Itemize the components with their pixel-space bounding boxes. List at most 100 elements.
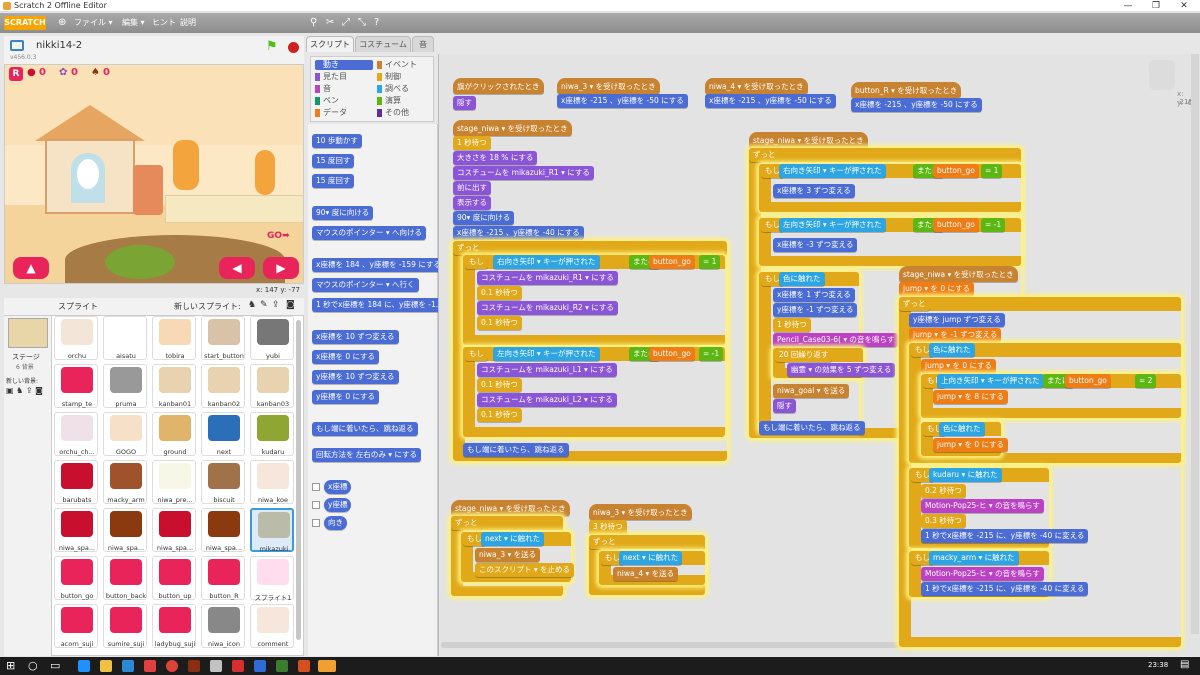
key-sensing[interactable]: 左向き矢印 ▾ キーが押された — [779, 218, 886, 232]
palette-block-move[interactable]: 10 歩動かす — [312, 134, 362, 148]
category-0[interactable]: 動き — [315, 60, 373, 70]
variable-reporter[interactable]: button_go — [1065, 374, 1111, 388]
sprite-sensing[interactable]: macky_arm ▾ に触れた — [929, 551, 1019, 565]
script-block[interactable]: 0.1 秒待つ — [477, 378, 522, 392]
hint-menu[interactable]: ヒント — [152, 18, 176, 27]
category-8[interactable]: 演算 — [377, 96, 435, 106]
sprite-tile[interactable]: kanban03 — [250, 364, 294, 408]
delete-icon[interactable]: ✂ — [326, 17, 335, 28]
sprite-tile[interactable]: pruma — [103, 364, 147, 408]
sprite-tile[interactable]: mikazuki — [250, 508, 294, 553]
windows-start-icon[interactable]: ⊞ — [6, 659, 16, 672]
sprite-tile[interactable]: GOGO — [103, 412, 147, 456]
checkbox-cb_y[interactable] — [312, 501, 320, 509]
palette-block-point-dir[interactable]: 90▾ 度に向ける — [312, 206, 374, 220]
script-block[interactable]: 0.2 秒待つ — [921, 484, 966, 498]
stage-canvas[interactable]: R ● 0 ✿ 0 ♠ 0 GO➡ ▲ ◀ ▶ — [4, 64, 304, 284]
scratch-taskbar-icon[interactable] — [318, 660, 336, 672]
sprite-tile[interactable]: button_R — [201, 556, 245, 600]
script-block[interactable]: 3 秒待つ — [589, 520, 627, 534]
script-block[interactable]: 前に出す — [453, 181, 491, 195]
stage-button-back[interactable]: ◀ — [219, 257, 255, 279]
equals-value[interactable]: = 1 — [699, 255, 721, 269]
sprite-tile[interactable]: comment — [250, 604, 294, 648]
camera-icon[interactable]: ◙ — [286, 300, 295, 310]
script-block[interactable]: jump ▾ を -1 ずつ変える — [909, 328, 1002, 342]
sprite-tile[interactable]: orchu_ch... — [54, 412, 98, 456]
script-block[interactable]: niwa_4 ▾ を送る — [613, 567, 679, 581]
sprite-tile[interactable]: kudaru — [250, 412, 294, 456]
hat-block[interactable]: niwa_3 ▾ を受け取ったとき — [557, 78, 660, 94]
palette-block-turn-l[interactable]: 15 度回す — [312, 174, 355, 188]
maximize-button[interactable]: ❐ — [1151, 1, 1161, 11]
sprite-tile[interactable]: biscuit — [201, 460, 245, 504]
app-icon-1[interactable] — [188, 660, 200, 672]
script-block[interactable]: Motion-Pop25-ヒ ▾ の音を鳴らす — [921, 499, 1044, 513]
if-label[interactable]: もし — [911, 551, 934, 565]
if-label[interactable]: もし — [465, 347, 488, 361]
category-1[interactable]: 見た目 — [315, 72, 373, 82]
tab-scripts[interactable]: スクリプト — [306, 36, 354, 52]
sprite-tile[interactable]: barubats — [54, 460, 98, 504]
script-block[interactable]: 1 秒待つ — [453, 136, 491, 150]
category-6[interactable]: 制御 — [377, 72, 435, 82]
file-menu[interactable]: ファイル ▾ — [74, 18, 113, 27]
search-icon[interactable]: ○ — [28, 659, 38, 672]
reporter-cb_x[interactable]: x座標 — [324, 480, 352, 494]
explorer-icon[interactable] — [100, 660, 112, 672]
sprite-tile[interactable]: stamp_te — [54, 364, 98, 408]
palette-block-goto[interactable]: マウスのポインター ▾ へ行く — [312, 278, 419, 292]
if-label[interactable]: もし — [761, 272, 784, 286]
category-2[interactable]: 音 — [315, 84, 373, 94]
stage-thumbnail[interactable] — [8, 318, 48, 348]
script-block[interactable]: コスチュームを mikazuki_R1 ▾ にする — [453, 166, 594, 180]
sprite-tile[interactable]: kanban02 — [201, 364, 245, 408]
sprite-tile[interactable]: niwa_pre... — [152, 460, 196, 504]
backdrop-tools-icon[interactable]: ▣ ♞ ⇪ ◙ — [6, 386, 43, 395]
app-icon-4[interactable] — [276, 660, 288, 672]
script-block[interactable]: 大きさを 18 % にする — [453, 151, 538, 165]
choose-sprite-icon[interactable]: ♞ — [248, 300, 257, 310]
script-block[interactable]: 0.1 秒待つ — [477, 408, 522, 422]
help-icon[interactable]: ? — [374, 17, 380, 28]
sprite-tile[interactable]: niwa_icon — [201, 604, 245, 648]
sprite-tile[interactable]: next — [201, 412, 245, 456]
if-label[interactable]: もし — [911, 468, 934, 482]
globe-icon[interactable]: ⊕ — [58, 17, 67, 28]
equals-value[interactable]: = 1 — [981, 164, 1003, 178]
sprite-tile[interactable]: macky_arm — [103, 460, 147, 504]
sprite-tile[interactable]: niwa_spa... — [201, 508, 245, 552]
equals-value[interactable]: = 2 — [1135, 374, 1157, 388]
script-block[interactable]: x座標を -3 ずつ変える — [773, 238, 858, 252]
script-block[interactable]: このスクリプト ▾ を止める — [475, 563, 575, 577]
hat-block[interactable]: 旗がクリックされたとき — [453, 78, 544, 94]
script-block[interactable]: 0.3 秒待つ — [921, 514, 966, 528]
script-block[interactable]: Pencil_Case03-6( ▾ の音を鳴らす — [773, 333, 899, 347]
close-button[interactable]: ✕ — [1180, 1, 1188, 11]
sprite-tile[interactable]: niwa_spa... — [152, 508, 196, 552]
palette-block-set-x[interactable]: x座標を 0 にする — [312, 350, 380, 364]
script-block[interactable]: x座標を 3 ずつ変える — [773, 184, 855, 198]
sprite-sensing[interactable]: next ▾ に触れた — [619, 551, 683, 565]
horizontal-scrollbar[interactable] — [441, 642, 1181, 648]
hat-block[interactable]: niwa_4 ▾ を受け取ったとき — [705, 78, 808, 94]
forever-label[interactable]: ずっと — [589, 535, 620, 549]
script-block[interactable]: 1 秒でx座標を -215 に、y座標を -40 に変える — [921, 582, 1089, 596]
script-area[interactable]: x: -215 y: -61 🔍 = 🔍 旗がクリックされたとき隠すniwa_3… — [438, 54, 1200, 656]
script-block[interactable]: コスチュームを mikazuki_R1 ▾ にする — [477, 271, 618, 285]
script-block[interactable]: コスチュームを mikazuki_R2 ▾ にする — [477, 301, 618, 315]
if-label[interactable]: もし — [761, 218, 784, 232]
color-sensing[interactable]: 色に触れた — [939, 422, 985, 436]
script-block[interactable]: x座標を -215 、y座標を -50 にする — [851, 98, 982, 112]
palette-block-chg-y[interactable]: y座標を 10 ずつ変える — [312, 370, 399, 384]
app-icon-3[interactable] — [254, 660, 266, 672]
palette-block-glide[interactable]: 1 秒でx座標を 184 に、y座標を -1... — [312, 298, 447, 312]
app-icon-5[interactable] — [298, 660, 310, 672]
tab-costumes[interactable]: コスチューム — [355, 36, 411, 52]
sprite-tile[interactable]: aisatu — [103, 316, 147, 360]
script-block[interactable]: 幽霊 ▾ の効果を 5 ずつ変える — [787, 363, 896, 377]
palette-block-point-to[interactable]: マウスのポインター ▾ へ向ける — [312, 226, 427, 240]
script-block[interactable]: x座標を -215 、y座標を -50 にする — [705, 94, 836, 108]
script-block[interactable]: jump ▾ を 0 にする — [933, 438, 1009, 452]
if-label[interactable]: もし — [911, 343, 934, 357]
